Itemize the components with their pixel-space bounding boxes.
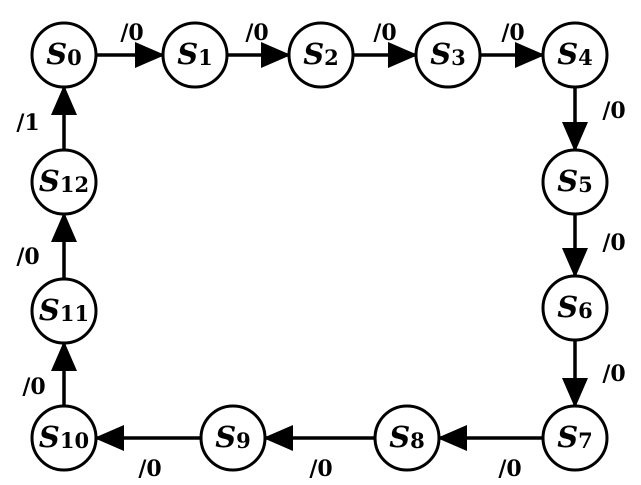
- state-label-s2: S2: [303, 37, 339, 71]
- state-s1: S1: [161, 21, 229, 89]
- state-s6: S6: [541, 274, 609, 342]
- state-circle-s9: [199, 404, 267, 472]
- state-s11: S11: [30, 277, 98, 345]
- state-label-s1: S1: [177, 37, 213, 71]
- state-subscript: 3: [451, 45, 466, 70]
- state-circle-s2: [287, 21, 355, 89]
- state-letter: S: [46, 37, 67, 71]
- state-circle-s5: [541, 148, 609, 216]
- state-label-s7: S7: [557, 420, 593, 454]
- state-s9: S9: [199, 404, 267, 472]
- transition-label-s0-s1: /0: [120, 20, 143, 46]
- state-s0: S0: [30, 21, 98, 89]
- state-letter: S: [215, 420, 236, 454]
- state-s8: S8: [373, 404, 441, 472]
- state-letter: S: [557, 37, 578, 71]
- state-letter: S: [557, 290, 578, 324]
- transition-label-s5-s6: /0: [602, 230, 625, 256]
- state-letter: S: [557, 420, 578, 454]
- state-circle-s10: [30, 404, 98, 472]
- state-subscript: 10: [60, 428, 89, 453]
- state-circle-s4: [541, 21, 609, 89]
- transition-label-s1-s2: /0: [245, 20, 268, 46]
- state-circle-s8: [373, 404, 441, 472]
- transition-label-s4-s5: /0: [602, 98, 625, 124]
- state-subscript: 0: [67, 45, 82, 70]
- state-letter: S: [39, 164, 60, 198]
- state-label-s4: S4: [557, 37, 593, 71]
- state-label-s12: S12: [39, 164, 89, 198]
- state-label-s5: S5: [557, 164, 593, 198]
- state-s7: S7: [541, 404, 609, 472]
- state-s3: S3: [414, 21, 482, 89]
- state-s2: S2: [287, 21, 355, 89]
- transition-label-s7-s8: /0: [498, 456, 521, 482]
- state-circle-s6: [541, 274, 609, 342]
- state-letter: S: [430, 37, 451, 71]
- state-subscript: 12: [60, 172, 89, 197]
- state-subscript: 2: [324, 45, 339, 70]
- state-circle-s0: [30, 21, 98, 89]
- state-label-s11: S11: [39, 293, 89, 327]
- state-label-s8: S8: [389, 420, 425, 454]
- transition-label-s6-s7: /0: [602, 361, 625, 387]
- state-label-s3: S3: [430, 37, 466, 71]
- state-subscript: 7: [578, 428, 593, 453]
- transition-label-s3-s4: /0: [501, 20, 524, 46]
- state-subscript: 9: [236, 428, 251, 453]
- state-circle-s1: [161, 21, 229, 89]
- state-label-s9: S9: [215, 420, 251, 454]
- transition-label-s9-s10: /0: [138, 456, 161, 482]
- state-letter: S: [557, 164, 578, 198]
- state-s5: S5: [541, 148, 609, 216]
- state-subscript: 4: [578, 45, 593, 70]
- state-subscript: 11: [60, 301, 89, 326]
- state-letter: S: [303, 37, 324, 71]
- transition-label-s2-s3: /0: [373, 20, 396, 46]
- state-circle-s7: [541, 404, 609, 472]
- state-subscript: 1: [198, 45, 213, 70]
- state-circle-s11: [30, 277, 98, 345]
- state-letter: S: [389, 420, 410, 454]
- state-subscript: 5: [578, 172, 593, 197]
- state-letter: S: [177, 37, 198, 71]
- state-label-s6: S6: [557, 290, 593, 324]
- state-circle-s12: [30, 148, 98, 216]
- transition-label-s12-s0: /1: [16, 110, 39, 136]
- transition-label-s11-s12: /0: [16, 244, 39, 270]
- state-s4: S4: [541, 21, 609, 89]
- state-letter: S: [39, 420, 60, 454]
- state-label-s0: S0: [46, 37, 82, 71]
- state-subscript: 6: [578, 298, 593, 323]
- state-s10: S10: [30, 404, 98, 472]
- state-s12: S12: [30, 148, 98, 216]
- state-letter: S: [39, 293, 60, 327]
- state-label-s10: S10: [39, 420, 89, 454]
- state-circle-s3: [414, 21, 482, 89]
- state-subscript: 8: [410, 428, 425, 453]
- transitions: /0/0/0/0/0/0/0/0/0/0/0/0/1: [16, 20, 625, 482]
- transition-label-s10-s11: /0: [22, 374, 45, 400]
- transition-label-s8-s9: /0: [309, 456, 332, 482]
